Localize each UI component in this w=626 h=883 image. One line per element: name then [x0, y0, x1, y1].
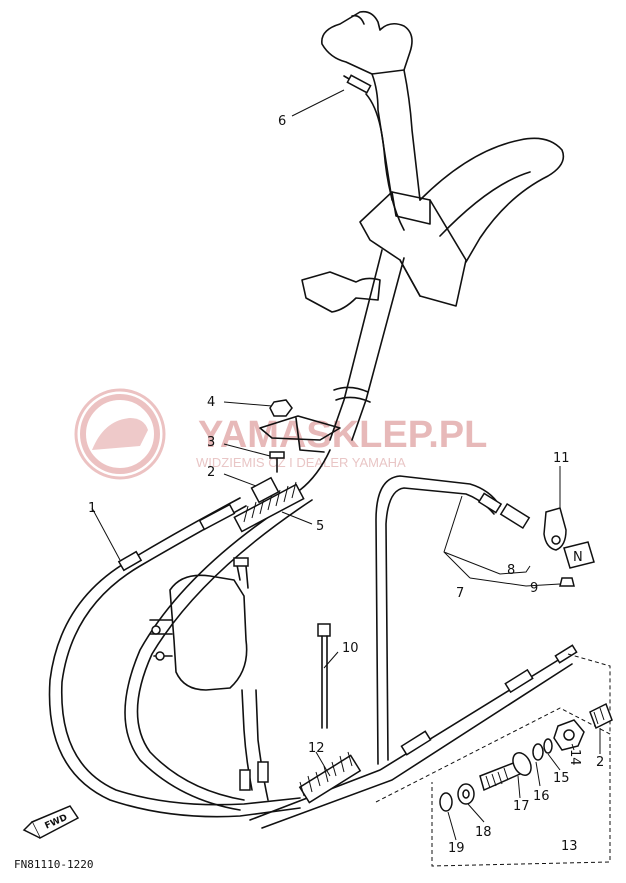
callout-18: 18 [475, 825, 492, 840]
nut-14 [553, 719, 585, 751]
screw-9 [559, 577, 575, 587]
bolt-3 [269, 451, 285, 473]
fwd-arrow-icon: FWD [22, 805, 80, 840]
cable-tie-10 [317, 623, 331, 729]
exploded-box-13 [375, 653, 613, 867]
indicator-plate-8: N [563, 541, 595, 569]
diagram-code: FN81110-1220 [14, 858, 93, 871]
carburetor [149, 557, 269, 801]
washer-15 [532, 743, 544, 761]
callout-9: 9 [530, 581, 538, 596]
shift-indicator-letter: N [573, 550, 583, 565]
callout-6: 6 [278, 114, 286, 129]
watermark-text: YAMASKLEP.PL [198, 414, 487, 456]
callout-11: 11 [553, 451, 570, 466]
callout-1: 1 [88, 501, 96, 516]
cable-1 [48, 497, 301, 818]
nut-16 [512, 752, 532, 776]
callout-17: 17 [513, 799, 530, 814]
callout-8: 8 [507, 563, 515, 578]
cable-nut [250, 476, 280, 504]
callouts: 6 4 3 2 1 5 11 8 7 9 10 12 14 2 15 16 17… [88, 114, 604, 856]
callout-16: 16 [533, 789, 550, 804]
callout-5: 5 [316, 519, 324, 534]
nut-4 [269, 399, 293, 417]
nut-19 [439, 792, 453, 812]
callout-2: 2 [207, 465, 215, 480]
callout-14: 14 [567, 749, 582, 766]
callout-19: 19 [448, 841, 465, 856]
leader-lines [91, 89, 601, 841]
callout-13: 13 [561, 839, 578, 854]
callout-3: 3 [207, 435, 215, 450]
cable-12-sleeve [298, 751, 362, 804]
callout-7: 7 [456, 586, 464, 601]
cable-12 [249, 475, 578, 829]
watermark: YAMASKLEP.PL WIDZIEMIS CZ I DEALER YAMAH… [74, 388, 487, 480]
watermark-subtext: WIDZIEMIS CZ I DEALER YAMAHA [196, 455, 406, 470]
callout-12: 12 [308, 741, 325, 756]
cable-5-sleeve [233, 481, 305, 533]
callout-4: 4 [207, 395, 215, 410]
callout-10: 10 [342, 641, 359, 656]
boot-2b [589, 702, 613, 730]
callout-2b: 2 [596, 755, 604, 770]
handlebar-assembly [259, 10, 565, 453]
callout-15: 15 [553, 771, 570, 786]
watermark-logo-icon [74, 388, 166, 480]
indicator-bracket-11 [543, 507, 567, 551]
